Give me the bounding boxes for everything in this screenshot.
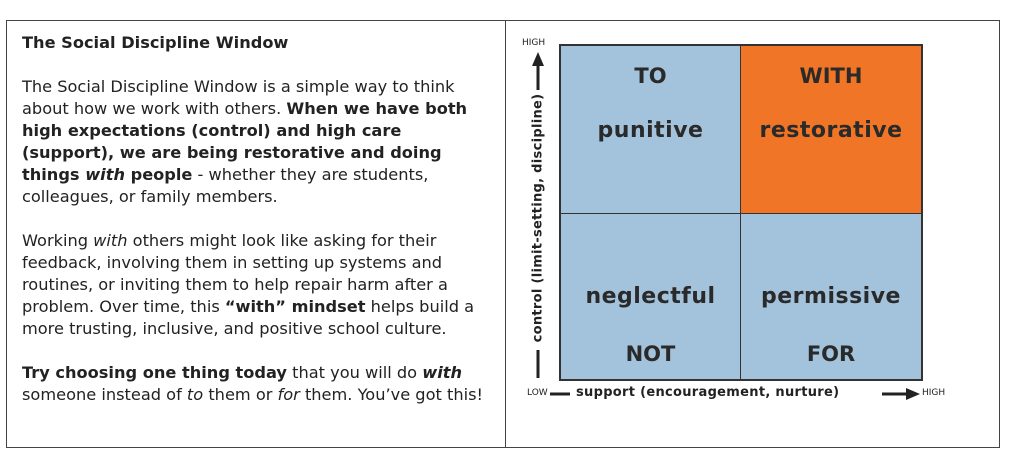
quadrant-to: TO punitive	[561, 46, 741, 214]
quadrant-with-label: restorative	[759, 118, 903, 143]
x-axis-label: support (encouragement, nurture)	[576, 385, 840, 400]
x-axis-arrow-icon	[882, 388, 920, 400]
content-frame	[6, 20, 1000, 448]
intro-rest-text: - whether they are students, colleagues,…	[22, 165, 429, 206]
p2-with-italic: with	[93, 231, 128, 250]
column-divider	[505, 20, 506, 448]
p3-for: for	[277, 385, 300, 404]
intro-with-text: with	[85, 165, 125, 184]
paragraph-working-with: Working with others might look like aski…	[22, 230, 490, 340]
p3-text-c: them or	[203, 385, 278, 404]
x-axis-high-label: HIGH	[922, 388, 946, 398]
quadrant-for-word: FOR	[806, 342, 856, 366]
quadrant-to-label: punitive	[597, 118, 704, 143]
quadrant-grid: TO punitive WITH restorative neglectful …	[559, 44, 923, 381]
p3-with: with	[422, 363, 462, 382]
y-axis-arrow-icon	[532, 52, 544, 378]
y-axis-label: control (limit-setting, discipline)	[530, 93, 546, 343]
paragraph-call-to-action: Try choosing one thing today that you wi…	[22, 362, 490, 406]
p3-to: to	[186, 385, 204, 404]
quadrant-to-word: TO	[634, 64, 667, 88]
quadrant-not-label: neglectful	[585, 284, 716, 309]
y-axis-high-label: HIGH	[522, 38, 546, 48]
text-column: The Social Discipline Window The Social …	[22, 32, 490, 428]
p3-bold: Try choosing one thing today	[22, 363, 287, 382]
p2-mindset-bold: “with” mindset	[224, 297, 366, 316]
quadrant-with-word: WITH	[799, 64, 863, 88]
p3-text-a: that you will do	[286, 363, 423, 382]
intro-people-text: people	[124, 165, 193, 184]
intro-bold-text: When we have both high expectations (con…	[22, 99, 468, 184]
quadrant-for: permissive FOR	[741, 214, 921, 379]
paragraph-intro: The Social Discipline Window is a simple…	[22, 76, 490, 208]
quadrant-for-label: permissive	[761, 284, 901, 309]
x-axis-low-label: LOW	[527, 388, 548, 398]
quadrant-with: WITH restorative	[741, 46, 921, 214]
p2-text-a: Working	[22, 231, 94, 250]
p3-text-d: them. You’ve got this!	[299, 385, 483, 404]
intro-text: The Social Discipline Window is a simple…	[22, 77, 455, 118]
quadrant-not-word: NOT	[625, 342, 676, 366]
section-title: The Social Discipline Window	[22, 33, 289, 52]
p2-text-b: others might look like asking for their …	[22, 231, 448, 316]
quadrant-not: neglectful NOT	[561, 214, 741, 379]
p3-text-b: someone instead of	[22, 385, 187, 404]
x-axis-line-left	[550, 392, 570, 396]
p2-text-c: helps build a more trusting, inclusive, …	[22, 297, 475, 338]
